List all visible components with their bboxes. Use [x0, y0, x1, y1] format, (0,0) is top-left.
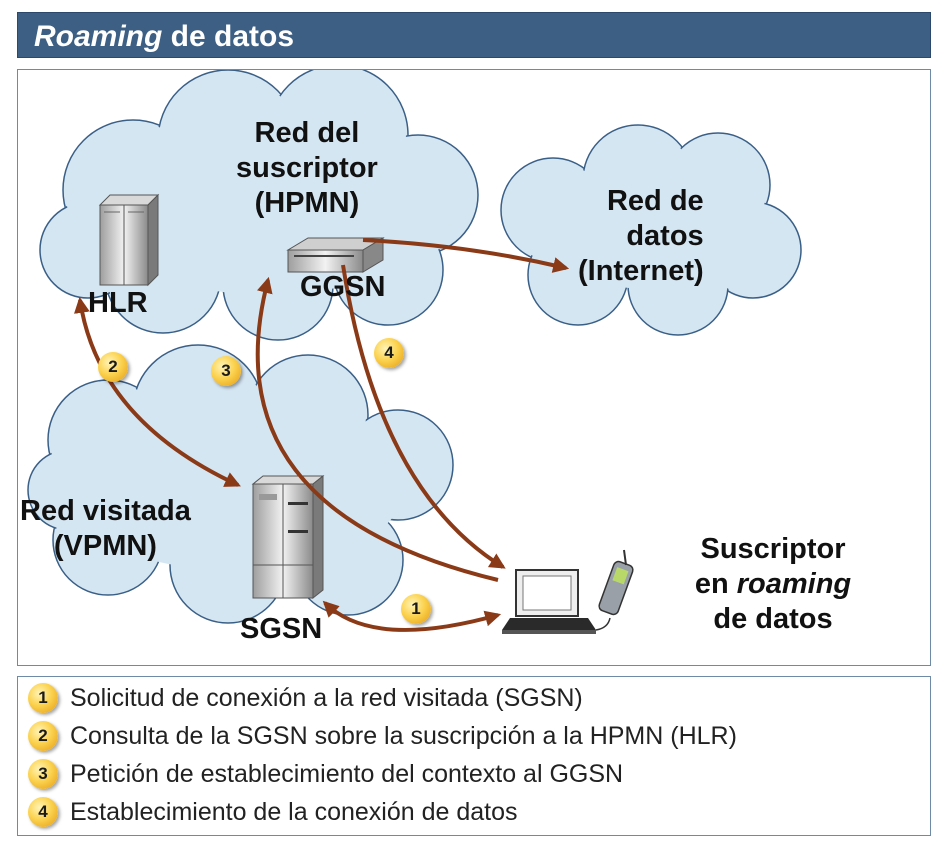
- arrow-step-2: [73, 296, 241, 487]
- cloud-hpmn-line3: (HPMN): [254, 187, 360, 219]
- cloud-internet-line1: Red de: [606, 185, 704, 217]
- title-rest: de datos: [162, 20, 295, 53]
- laptop-icon: [502, 569, 596, 634]
- step-badge-3: 3: [211, 356, 241, 386]
- step-badge-4: 4: [374, 338, 404, 368]
- arrow-step-1: [322, 600, 502, 632]
- legend-text-1: Solicitud de conexión a la red visitada …: [70, 684, 583, 712]
- subscriber-line2-prefix: en: [694, 568, 737, 600]
- arrow-step-4b: [362, 238, 570, 273]
- hlr-server-icon: [98, 193, 160, 287]
- legend-text-4: Establecimiento de la conexión de datos: [70, 798, 518, 826]
- subscriber-line1: Suscriptor: [700, 533, 846, 565]
- mobile-phone-icon: [595, 549, 634, 631]
- title-bar: Roaming de datos: [17, 12, 931, 58]
- cloud-vpmn-line1: Red visitada: [20, 495, 191, 527]
- subscriber-line3: de datos: [713, 603, 833, 635]
- cloud-internet-line3: (Internet): [578, 255, 704, 287]
- legend-badge-3: 3: [28, 759, 58, 789]
- legend-badge-2: 2: [28, 721, 58, 751]
- cloud-vpmn-line2: (VPMN): [53, 530, 157, 562]
- page-title: Roaming de datos: [34, 20, 294, 54]
- title-italic: Roaming: [34, 20, 163, 53]
- ggsn-router-icon: [286, 237, 385, 273]
- cloud-vpmn-label: Red visitada (VPMN): [20, 494, 191, 564]
- ggsn-label: GGSN: [300, 271, 386, 303]
- sgsn-label: SGSN: [240, 613, 323, 645]
- cloud-hpmn-line1: Red del: [254, 117, 360, 149]
- cloud-hpmn-label: Red del suscriptor (HPMN): [236, 116, 378, 221]
- legend-badge-1: 1: [28, 683, 58, 713]
- legend-badge-4: 4: [28, 797, 58, 827]
- sgsn-server-icon: [251, 474, 325, 600]
- subscriber-line2-italic: roaming: [736, 568, 852, 600]
- step-badge-1: 1: [401, 594, 431, 624]
- cloud-internet-line2: datos: [626, 220, 704, 252]
- legend-text-3: Petición de establecimiento del contexto…: [70, 760, 624, 788]
- arrow-step-3: [255, 276, 499, 582]
- step-badge-2: 2: [98, 352, 128, 382]
- legend-panel: 1 Solicitud de conexión a la red visitad…: [17, 676, 931, 836]
- cloud-internet-label: Red de datos (Internet): [578, 184, 704, 289]
- legend-text-2: Consulta de la SGSN sobre la suscripción…: [70, 722, 737, 750]
- network-diagram: [27, 70, 802, 634]
- arrow-step-4a: [341, 264, 506, 569]
- diagram-panel: Red del suscriptor (HPMN) Red de datos (…: [17, 69, 931, 666]
- subscriber-line2: en roaming: [688, 567, 858, 602]
- subscriber-label: Suscriptor en roaming de datos: [688, 532, 858, 637]
- cloud-hpmn-line2: suscriptor: [236, 152, 378, 184]
- hlr-label: HLR: [88, 287, 148, 319]
